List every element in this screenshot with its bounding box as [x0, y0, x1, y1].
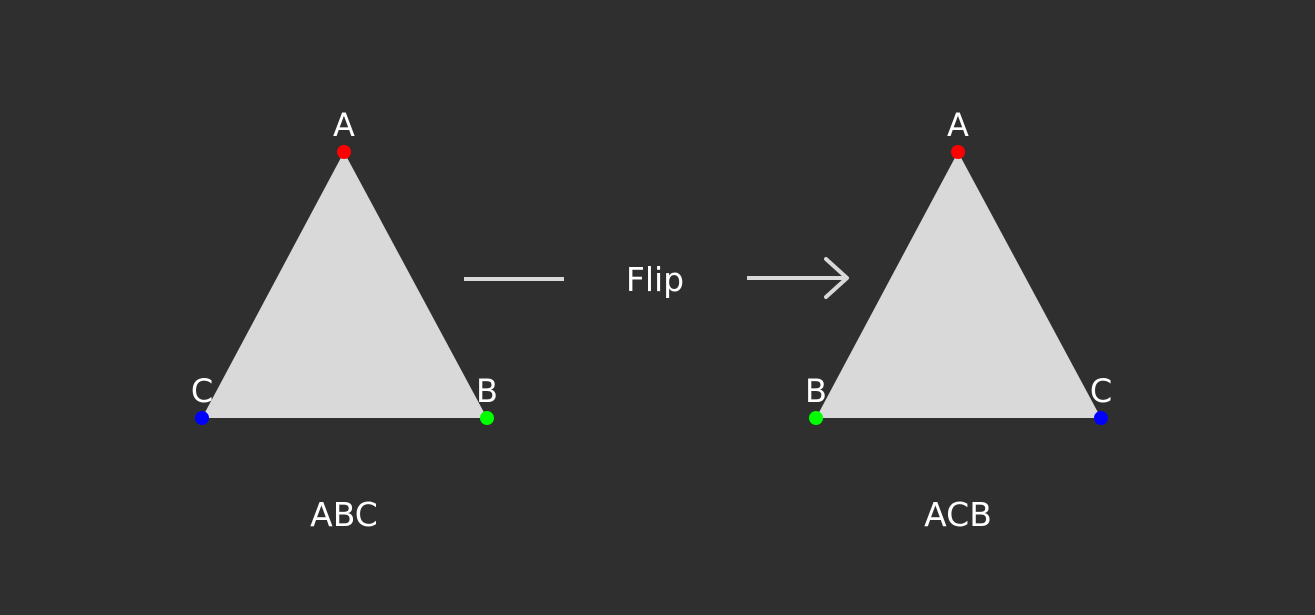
arrowhead-icon [824, 257, 849, 299]
right-caption: ACB [924, 495, 992, 534]
left-vertex-bottom-right-dot [480, 411, 494, 425]
left-vertex-bottom-left-dot [195, 411, 209, 425]
right-vertex-top-label: A [947, 106, 969, 144]
left-triangle [202, 152, 487, 418]
left-caption: ABC [310, 495, 378, 534]
right-vertex-bottom-left-label: B [805, 372, 827, 410]
left-vertex-bottom-left-label: C [191, 372, 213, 410]
right-triangle-group: A B C ACB [805, 106, 1112, 534]
right-vertex-bottom-left-dot [809, 411, 823, 425]
flip-arrow: Flip [464, 257, 849, 299]
left-vertex-top-dot [337, 145, 351, 159]
left-vertex-bottom-right-label: B [476, 372, 498, 410]
right-vertex-top-dot [951, 145, 965, 159]
left-vertex-top-label: A [333, 106, 355, 144]
right-triangle [816, 152, 1101, 418]
flip-label: Flip [626, 260, 684, 299]
left-triangle-group: A C B ABC [191, 106, 498, 534]
right-vertex-bottom-right-dot [1094, 411, 1108, 425]
right-vertex-bottom-right-label: C [1090, 372, 1112, 410]
